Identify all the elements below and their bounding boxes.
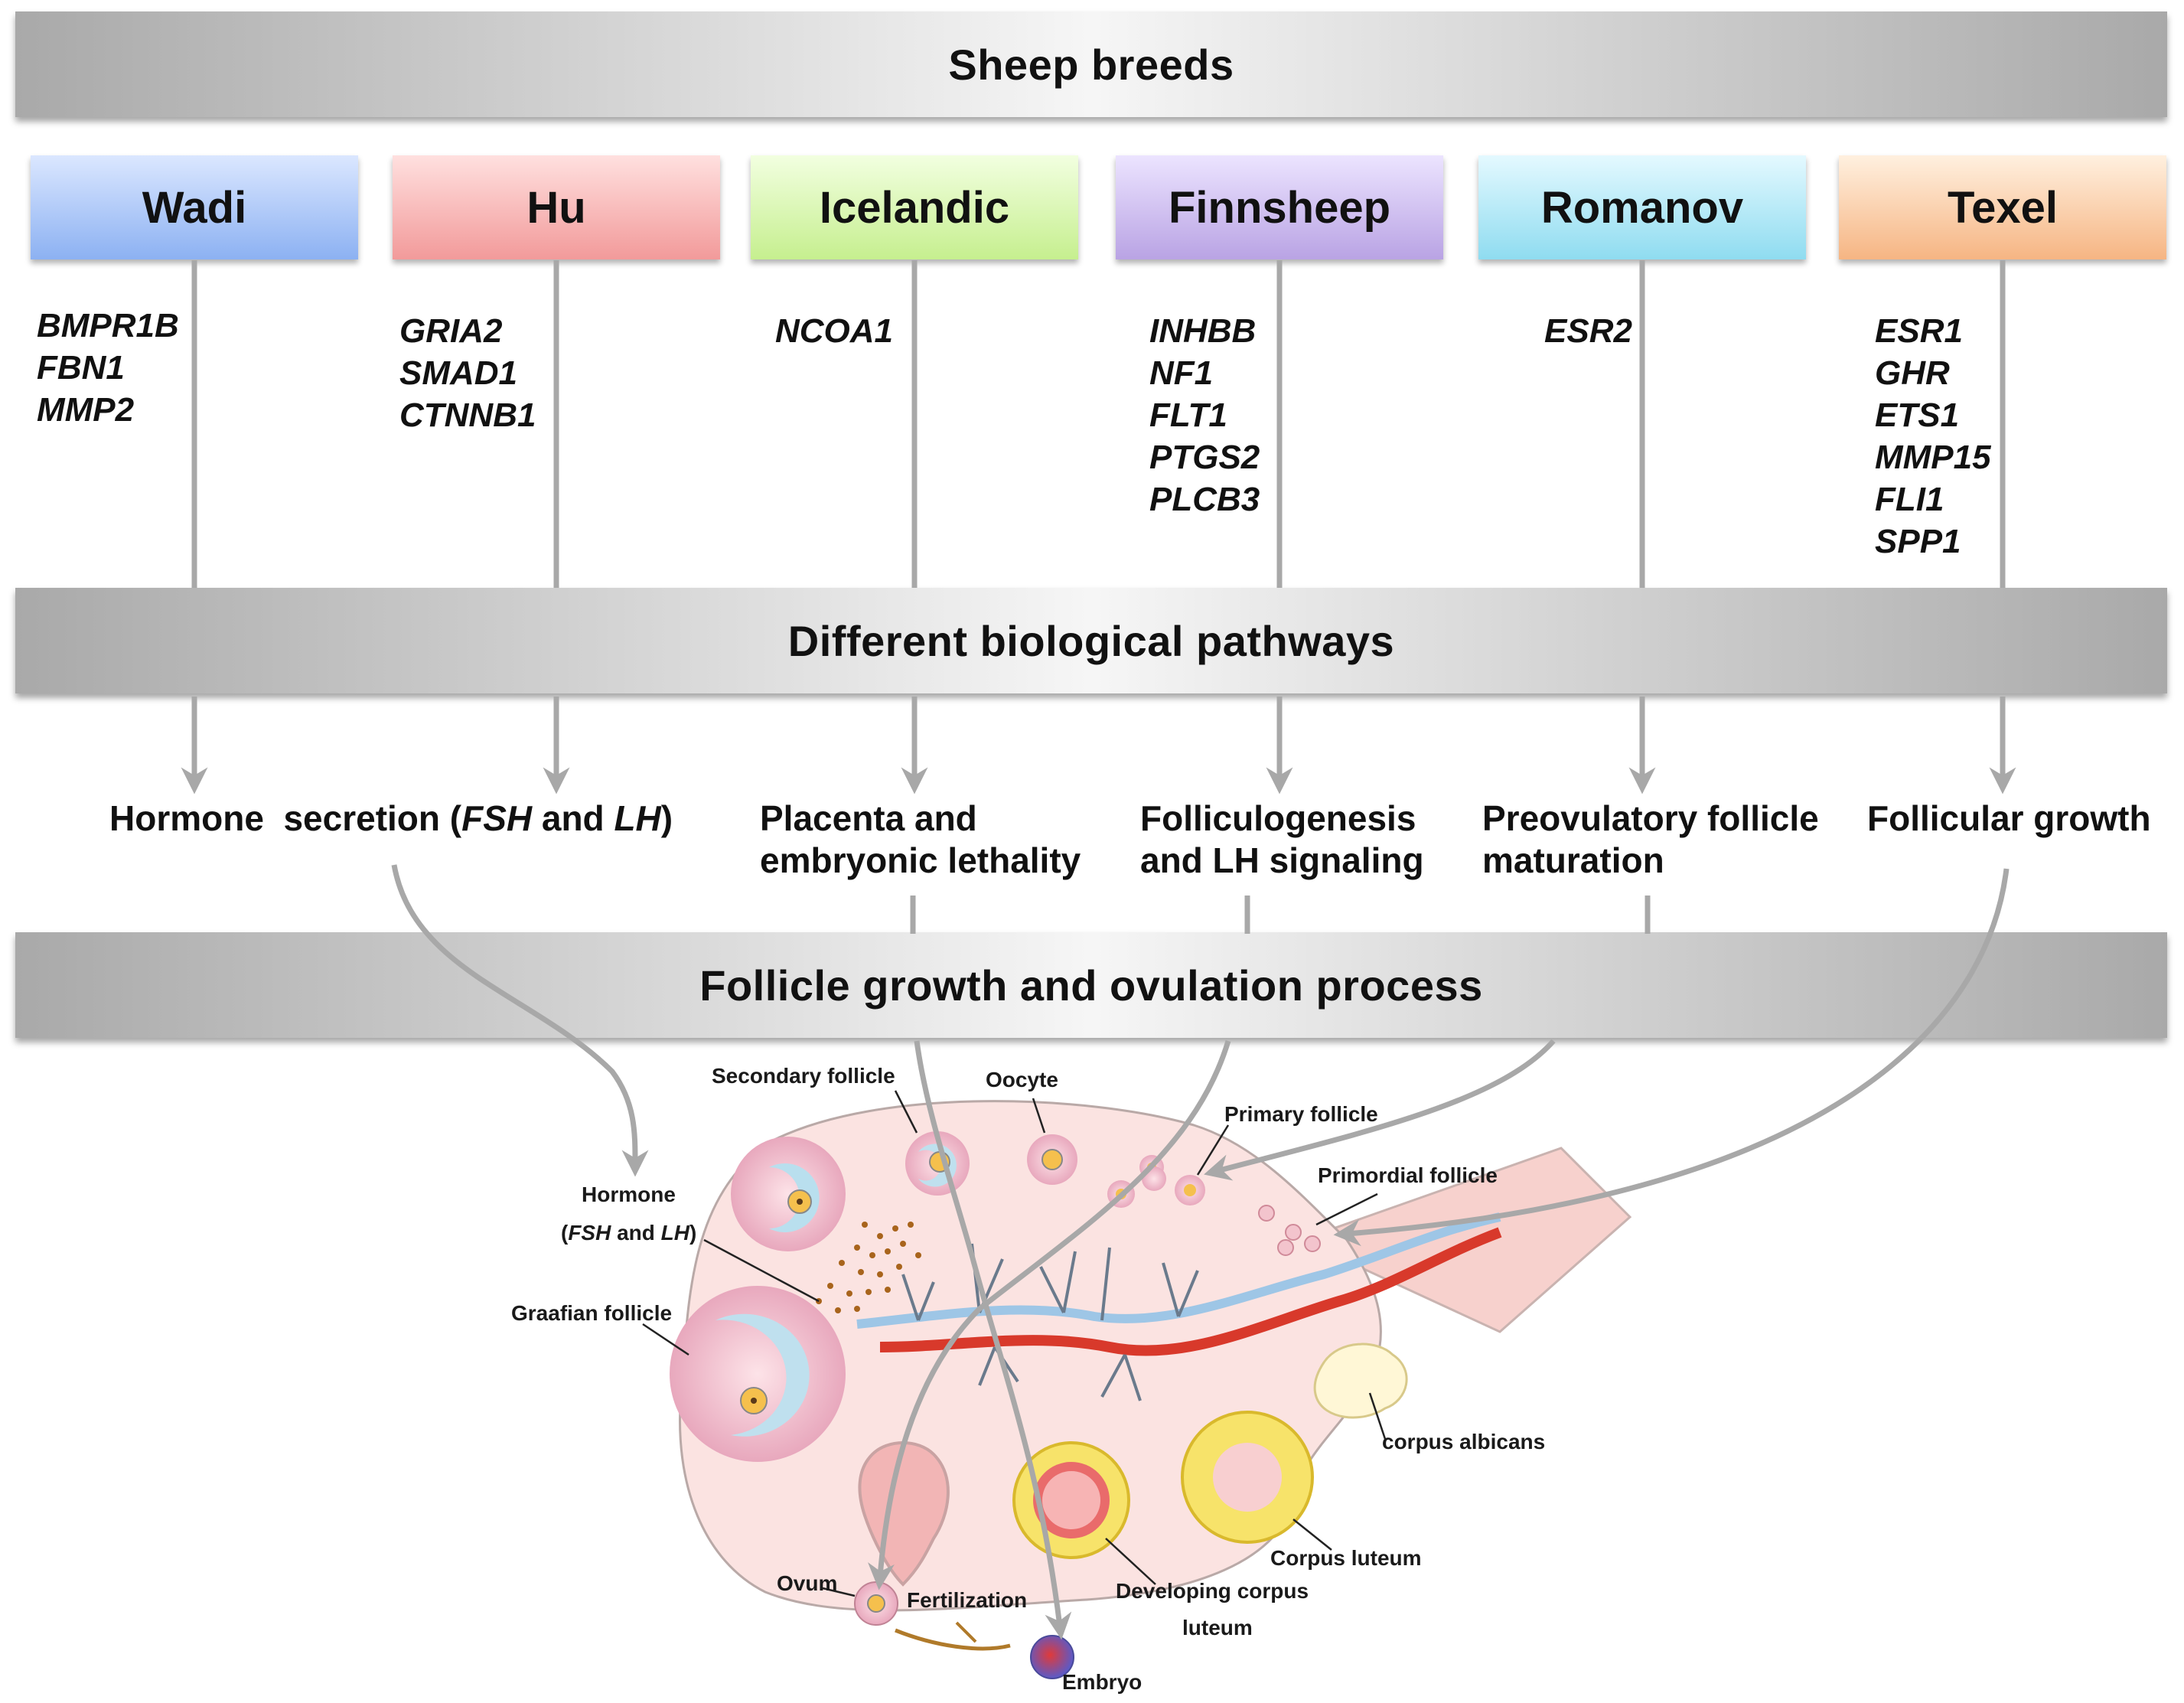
gene-item: FLI1 [1875, 481, 1944, 518]
genes-wadi: BMPR1B FBN1 MMP2 [37, 305, 179, 431]
label-hormone-line1: Hormone [582, 1183, 676, 1206]
label-developing-line1: Developing corpus [1116, 1579, 1309, 1603]
gene-item: SMAD1 [399, 354, 518, 392]
pathway-placenta: Placenta and embryonic lethality [760, 798, 1081, 882]
label-corpus-luteum: Corpus luteum [1270, 1546, 1422, 1570]
gene-item: MMP2 [37, 391, 135, 429]
label-graafian-follicle: Graafian follicle [511, 1301, 672, 1325]
label-primary-follicle: Primary follicle [1224, 1102, 1378, 1126]
pathway-line: Preovulatory follicle [1482, 798, 1819, 838]
vein [856, 1212, 1501, 1329]
label-embryo: Embryo [1062, 1670, 1142, 1694]
pathway-follicular-growth: Follicular growth [1867, 798, 2151, 840]
gene-item: ESR1 [1875, 312, 1963, 350]
gene-item: PTGS2 [1149, 439, 1260, 476]
follicle-process-title: Follicle growth and ovulation process [699, 961, 1483, 1010]
vessel-branches [901, 1243, 1199, 1401]
pathway-line: maturation [1482, 840, 1664, 880]
genes-romanov: ESR2 [1544, 310, 1632, 352]
pathways-banner-title: Different biological pathways [787, 616, 1395, 665]
process-arrows [391, 864, 2010, 1640]
gene-item: INHBB [1149, 312, 1257, 350]
pathway-text-lh: LH [614, 798, 661, 838]
gene-item: BMPR1B [37, 307, 179, 344]
breed-label-texel: Texel [1947, 182, 2058, 233]
gene-item: ESR2 [1544, 312, 1632, 350]
gene-item: PLCB3 [1149, 481, 1260, 518]
breed-box-finnsheep: Finnsheep [1116, 155, 1443, 259]
ovarian-ligament [1298, 1147, 1632, 1333]
gene-item: MMP15 [1875, 439, 1991, 476]
pathway-line: and LH signaling [1140, 840, 1424, 880]
antral-follicle [731, 1137, 846, 1251]
follicle-process-banner: Follicle growth and ovulation process [15, 932, 2167, 1038]
pathway-preovulatory: Preovulatory follicle maturation [1482, 798, 1819, 882]
breed-label-hu: Hu [526, 182, 586, 233]
pathway-text-fsh: FSH [461, 798, 533, 838]
genes-icelandic: NCOA1 [775, 310, 893, 352]
gene-item: GRIA2 [399, 312, 503, 350]
breed-label-finnsheep: Finnsheep [1168, 182, 1391, 233]
breed-box-texel: Texel [1839, 155, 2166, 259]
pathways-banner: Different biological pathways [15, 588, 2167, 693]
gene-item: GHR [1875, 354, 1950, 392]
label-corpus-albicans: corpus albicans [1382, 1430, 1545, 1453]
pathway-line: Folliculogenesis [1140, 798, 1416, 838]
gene-item: NF1 [1149, 354, 1214, 392]
breed-label-romanov: Romanov [1540, 182, 1744, 233]
breed-box-romanov: Romanov [1478, 155, 1806, 259]
breed-label-icelandic: Icelandic [819, 182, 1010, 233]
breed-box-hu: Hu [393, 155, 720, 259]
primordial-follicles [1258, 1205, 1321, 1256]
label-ovum: Ovum [777, 1571, 837, 1595]
corpus-albicans-shape [1313, 1342, 1408, 1419]
pathway-line: embryonic lethality [760, 840, 1081, 880]
breed-box-wadi: Wadi [31, 155, 358, 259]
label-secondary-follicle: Secondary follicle [712, 1064, 895, 1088]
gene-item: FBN1 [37, 349, 125, 387]
label-primordial-follicle: Primordial follicle [1318, 1163, 1498, 1187]
breed-label-wadi: Wadi [142, 182, 247, 233]
genes-hu: GRIA2 SMAD1 CTNNB1 [399, 310, 536, 436]
ovary-illustration [670, 1100, 1632, 1679]
genes-finnsheep: INHBB NF1 FLT1 PTGS2 PLCB3 [1149, 310, 1260, 520]
pathway-text: Hormone secretion ( [109, 798, 462, 838]
label-hormone-line2: (FSH and LH) [561, 1221, 696, 1245]
gene-item: NCOA1 [775, 312, 894, 350]
fertilization-path [895, 1628, 1011, 1651]
breed-connectors [191, 260, 2006, 588]
label-fertilization: Fertilization [907, 1588, 1027, 1612]
gene-item: FLT1 [1149, 396, 1227, 434]
gene-item: CTNNB1 [399, 396, 536, 434]
leader-lines [642, 1090, 1387, 1597]
sheep-breeds-title: Sheep breeds [948, 40, 1234, 89]
graafian-follicle-shape [670, 1286, 846, 1462]
pathway-arrows [181, 697, 2016, 794]
breed-box-icelandic: Icelandic [751, 155, 1078, 259]
pathway-folliculogenesis: Folliculogenesis and LH signaling [1140, 798, 1424, 882]
gene-item: ETS1 [1875, 396, 1960, 434]
pathway-text: and [532, 798, 614, 838]
sheep-breeds-banner: Sheep breeds [15, 11, 2167, 117]
label-developing-line2: luteum [1182, 1616, 1253, 1639]
pathway-hormone-secretion: Hormone secretion (FSH and LH) [109, 798, 673, 840]
genes-texel: ESR1 GHR ETS1 MMP15 FLI1 SPP1 [1875, 310, 1991, 563]
pathway-line: Placenta and [760, 798, 977, 838]
artery [879, 1227, 1502, 1356]
gene-item: SPP1 [1875, 523, 1961, 560]
pathway-text: ) [660, 798, 673, 838]
pathway-line: Follicular growth [1867, 798, 2151, 838]
label-oocyte: Oocyte [986, 1068, 1058, 1091]
